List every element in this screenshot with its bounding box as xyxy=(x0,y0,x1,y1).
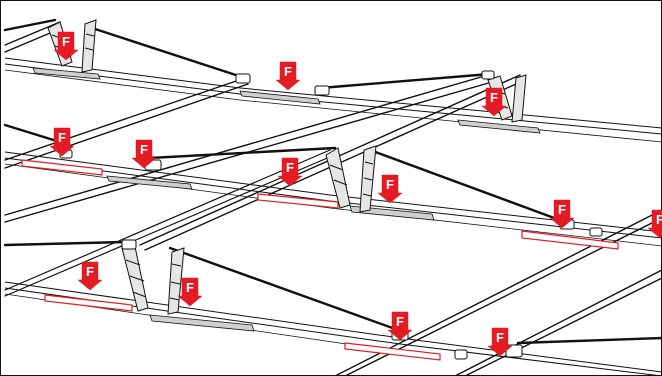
force-arrow-label: F xyxy=(58,130,66,145)
force-arrows: F F F F F F F F F F F F F xyxy=(49,31,662,357)
diagonal-beams xyxy=(4,21,662,376)
cable-2 xyxy=(318,72,492,90)
force-arrow-shape xyxy=(481,87,507,117)
force-arrow-13: F xyxy=(647,209,662,239)
beam-diagonal-1 xyxy=(4,21,61,46)
force-arrow-3: F xyxy=(481,87,507,117)
grey-rail-2 xyxy=(239,90,321,105)
rail-row-1-top xyxy=(4,57,662,129)
clamp-6 xyxy=(589,227,603,237)
force-arrow-shape xyxy=(177,277,203,307)
red-rail-4 xyxy=(44,294,133,312)
force-arrow-label: F xyxy=(86,264,94,279)
force-arrow-shape xyxy=(53,31,79,61)
force-arrow-2: F xyxy=(275,61,301,91)
force-arrow-shape xyxy=(377,174,403,204)
force-arrow-label: F xyxy=(396,314,404,329)
cable-1 xyxy=(90,26,247,80)
beam-diagonal-6 xyxy=(454,269,662,376)
beam-diagonal-2 xyxy=(4,77,246,161)
beam-diagonal-2b xyxy=(4,83,249,169)
beam-diagonal-6b xyxy=(464,277,662,376)
force-arrow-label: F xyxy=(490,90,498,105)
bracket-3 xyxy=(121,241,185,315)
force-arrow-shape xyxy=(275,61,301,91)
force-arrow-label: F xyxy=(284,64,292,79)
cable-7 xyxy=(168,246,400,332)
cable-9 xyxy=(3,18,57,32)
beam-diagonal-3 xyxy=(4,74,489,216)
rail-row-1-edge xyxy=(4,69,662,143)
clamp-1 xyxy=(235,73,251,84)
grey-rail-3 xyxy=(457,119,541,134)
force-arrow-10: F xyxy=(177,277,203,307)
force-arrow-label: F xyxy=(186,280,194,295)
force-arrow-shape xyxy=(49,127,75,157)
clamp-11 xyxy=(121,239,137,250)
red-rail-2 xyxy=(257,193,339,209)
red-rail-3 xyxy=(521,230,619,250)
mount-brackets xyxy=(47,19,527,315)
force-arrow-label: F xyxy=(656,212,662,227)
force-arrow-8: F xyxy=(549,199,575,229)
force-arrow-shape xyxy=(277,157,303,187)
beam-diagonal-7 xyxy=(4,149,331,291)
force-arrow-shape xyxy=(647,209,662,239)
force-arrow-label: F xyxy=(386,177,394,192)
clamp-8 xyxy=(454,349,468,360)
force-arrow-shape xyxy=(549,199,575,229)
tension-cables xyxy=(3,18,662,345)
rail-row-1-bot xyxy=(4,63,662,135)
force-arrow-5: F xyxy=(131,139,157,169)
force-arrow-shape xyxy=(487,327,513,357)
force-arrow-9: F xyxy=(77,261,103,291)
grey-rail-4 xyxy=(106,175,193,190)
grey-rails xyxy=(32,67,541,332)
cable-6 xyxy=(3,240,127,247)
force-arrow-label: F xyxy=(286,160,294,175)
beam-diagonal-7b xyxy=(4,155,333,297)
grey-rail-1 xyxy=(32,67,101,80)
force-arrow-11: F xyxy=(387,311,413,341)
force-arrow-label: F xyxy=(496,330,504,345)
force-arrow-6: F xyxy=(277,157,303,187)
bracket-2 xyxy=(325,145,377,213)
force-arrow-shape xyxy=(131,139,157,169)
grey-rail-5 xyxy=(349,205,435,221)
clamp-3 xyxy=(481,70,495,80)
cable-5 xyxy=(368,148,567,224)
force-arrow-1: F xyxy=(53,31,79,61)
force-arrow-shape xyxy=(77,261,103,291)
rail-row-2-top xyxy=(4,151,662,233)
cable-4 xyxy=(148,146,337,160)
force-arrow-label: F xyxy=(62,34,70,49)
red-rail-5 xyxy=(344,342,441,361)
force-arrow-label: F xyxy=(558,202,566,217)
red-rail-1 xyxy=(21,159,103,176)
red-rails xyxy=(21,159,619,361)
force-arrow-shape xyxy=(387,311,413,341)
force-arrow-12: F xyxy=(487,327,513,357)
force-arrow-4: F xyxy=(49,127,75,157)
grey-rail-6 xyxy=(149,314,255,332)
force-arrow-7: F xyxy=(377,174,403,204)
clamp-2 xyxy=(314,85,330,96)
force-arrow-label: F xyxy=(140,142,148,157)
cable-8 xyxy=(516,336,662,345)
cable-3 xyxy=(3,123,62,144)
